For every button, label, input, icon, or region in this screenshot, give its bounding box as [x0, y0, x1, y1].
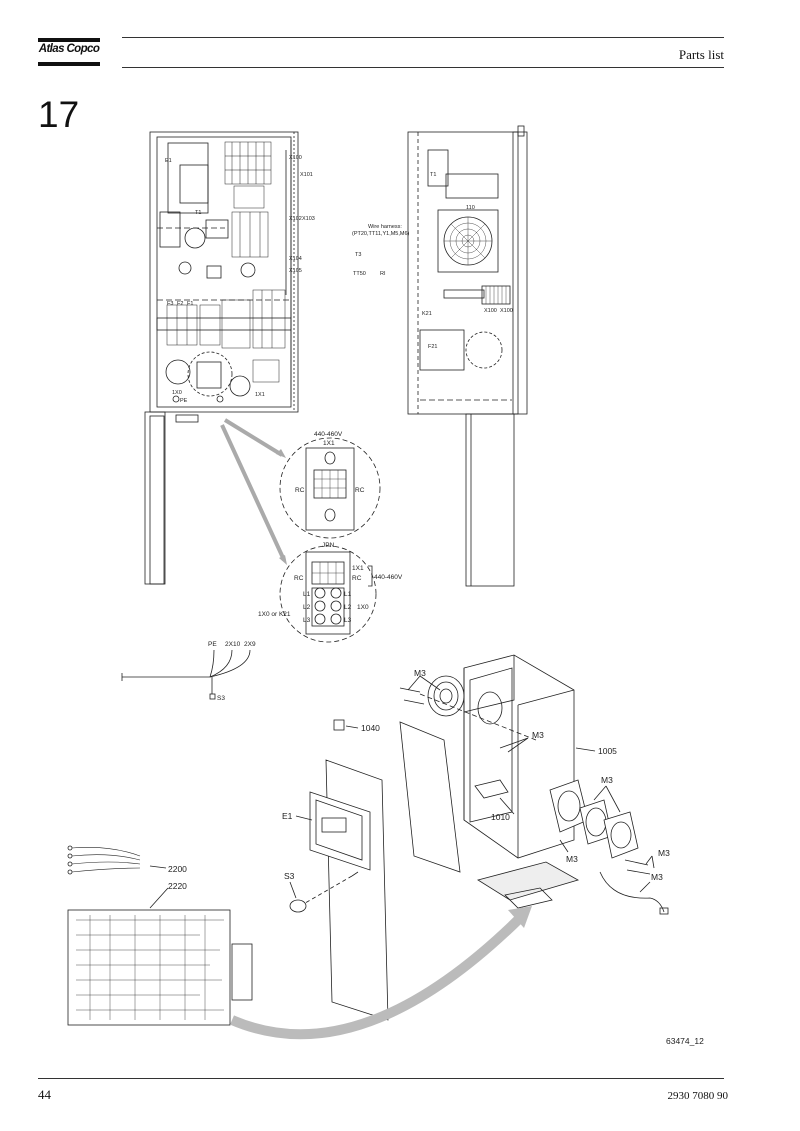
detail-lower-l3-left: L3: [303, 617, 311, 624]
callout-1040: 1040: [361, 723, 380, 733]
callout-1005: 1005: [598, 746, 617, 756]
detail-upper-right: RC: [355, 487, 365, 494]
wiring-tail: PE 2X10 2X9 S3: [121, 641, 256, 702]
detail-upper-left: RC: [295, 487, 305, 494]
front-label-x104: X104: [289, 256, 302, 262]
wiring-label-2x10: 2X10: [225, 641, 241, 648]
front-label-1x0: 1X0: [172, 390, 182, 396]
front-label-e1: E1: [165, 158, 172, 164]
detail-arrows: [220, 418, 286, 561]
exploded-view: M3 1040 M3 1005 M3 1010 E1 M3 M3 M3 S3 2…: [67, 654, 704, 1046]
front-label-x100: X100: [289, 155, 302, 161]
front-label-f1: F1: [187, 301, 193, 307]
callout-m3-2: M3: [532, 730, 544, 740]
callout-m3-4: M3: [566, 854, 578, 864]
front-label-x105: X105: [289, 268, 302, 274]
callout-1010: 1010: [491, 812, 510, 822]
detail-upper: 440-460V 1X1 RC RC: [279, 431, 381, 539]
detail-lower-right-caption: 1X0: [357, 604, 369, 611]
detail-lower: JPN 1X1 RC RC 440-460V L1 L2 L3 L1 L2 L3…: [258, 542, 403, 643]
front-label-x103: X103: [302, 216, 315, 222]
document-number: 2930 7080 90: [667, 1090, 729, 1102]
detail-lower-l1-right: L1: [344, 591, 352, 598]
callout-m3-6: M3: [651, 872, 663, 882]
side-label-110: 110: [466, 205, 475, 211]
detail-lower-l2-right: L2: [344, 604, 352, 611]
front-label-f3: F3: [167, 301, 173, 307]
wiring-label-pe: PE: [208, 641, 217, 648]
side-label-f21: F21: [428, 344, 437, 350]
header-rule-top: [122, 37, 724, 38]
front-cabinet: E1 T1 F3 F2 F1 1X0 1X1 PE X100 X101 X102…: [144, 131, 315, 585]
side-label-t3: T3: [355, 252, 361, 258]
footer-rule: [38, 1078, 724, 1079]
callout-m3-5: M3: [658, 848, 670, 858]
callout-2220: 2220: [168, 881, 187, 891]
detail-lower-voltage: 440-460V: [374, 574, 403, 581]
detail-lower-left: RC: [294, 575, 304, 582]
atlas-copco-logo: Atlas Copco: [38, 38, 100, 66]
section-number: 17: [38, 94, 80, 135]
front-label-x101: X101: [300, 172, 313, 178]
wiring-label-2x9: 2X9: [244, 641, 256, 648]
front-label-t1: T1: [195, 210, 201, 216]
detail-upper-terminal: 1X1: [323, 440, 335, 447]
front-label-x102: X102: [289, 216, 302, 222]
detail-lower-l2-left: L2: [303, 604, 311, 611]
detail-lower-l1-left: L1: [303, 591, 311, 598]
callout-s3: S3: [284, 871, 295, 881]
side-label-ri: RI: [380, 271, 386, 277]
detail-lower-top: JPN: [322, 542, 335, 549]
wiring-label-s3: S3: [217, 695, 225, 702]
side-label-k21: K21: [422, 311, 432, 317]
detail-lower-left-caption: 1X0 or K21: [258, 611, 291, 618]
front-label-f2: F2: [177, 301, 183, 307]
wire-harness-note-line1: Wire harness:: [368, 224, 402, 230]
side-label-x100-b: X100: [500, 308, 513, 314]
header-rule-bottom: [122, 67, 724, 68]
front-label-1x1: 1X1: [255, 392, 265, 398]
callout-m3-3: M3: [601, 775, 613, 785]
callout-m3-1: M3: [414, 668, 426, 678]
front-label-pe: PE: [180, 398, 188, 404]
side-cabinet: T1 110 T3 TT50 RI K21 F21 X100 X100 Wire…: [352, 125, 528, 587]
callout-e1: E1: [282, 811, 293, 821]
figure-id: 63474_12: [666, 1036, 704, 1046]
wire-harness-note-line2: (PT20,TT11,Y1,M5,M6): [352, 231, 410, 237]
detail-lower-right-small: RC: [352, 575, 362, 582]
callout-2200: 2200: [168, 864, 187, 874]
detail-upper-voltage: 440-460V: [314, 431, 343, 438]
side-label-t1: T1: [430, 172, 436, 178]
detail-lower-l3-right: L3: [344, 617, 352, 624]
page-number: 44: [38, 1087, 51, 1102]
side-label-tt50: TT50: [353, 271, 366, 277]
side-label-x100-a: X100: [484, 308, 497, 314]
header-title: Parts list: [678, 47, 724, 62]
detail-lower-terminal: 1X1: [352, 565, 364, 572]
